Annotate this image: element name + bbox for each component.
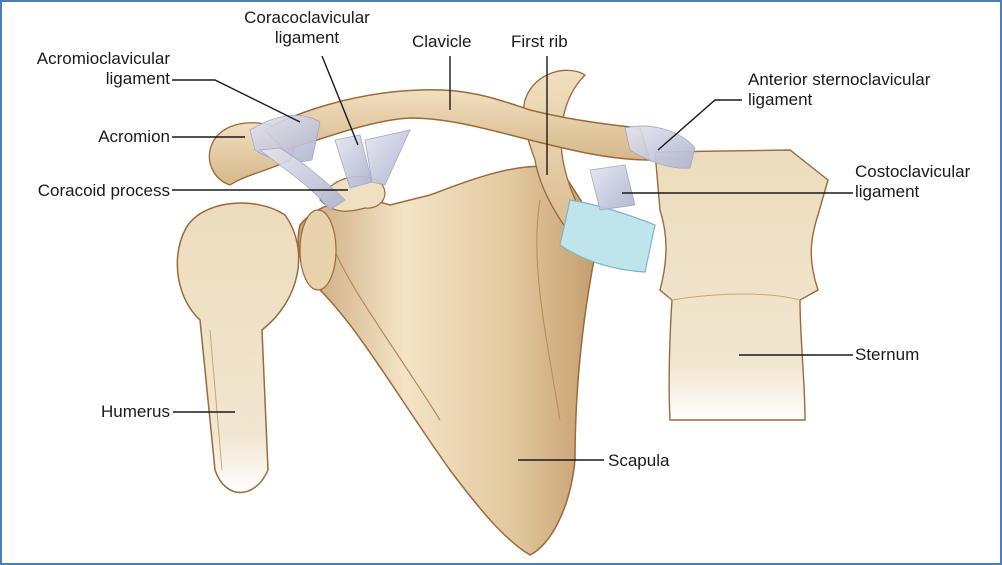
leader-lines bbox=[172, 55, 853, 461]
label-coracoclavicular: Coracoclavicular ligament bbox=[236, 8, 378, 48]
label-line: Anterior sternoclavicular bbox=[748, 70, 931, 89]
leader-acromioclavicular bbox=[172, 79, 301, 123]
label-line: Acromioclavicular bbox=[36, 49, 170, 68]
ligaments bbox=[249, 115, 696, 211]
clavicle-bone bbox=[263, 89, 652, 161]
label-scapula: Scapula bbox=[608, 451, 670, 470]
label-line: ligament bbox=[855, 182, 920, 201]
label-line: ligament bbox=[274, 28, 340, 47]
label-coracoid-process: Coracoid process bbox=[37, 181, 170, 200]
label-humerus: Humerus bbox=[101, 402, 170, 421]
label-line: Coracoclavicular bbox=[244, 8, 370, 27]
label-acromioclavicular: Acromioclavicular ligament bbox=[2, 49, 170, 89]
sternum-bone bbox=[654, 149, 829, 421]
leader-anterior-sternoclavicular bbox=[657, 99, 742, 151]
label-clavicle: Clavicle bbox=[412, 32, 472, 51]
label-first-rib: First rib bbox=[511, 32, 568, 51]
label-anterior-sternoclavicular: Anterior sternoclavicular ligament bbox=[748, 70, 930, 110]
label-line: ligament bbox=[748, 90, 813, 109]
scapula-bone bbox=[297, 165, 601, 556]
label-acromion: Acromion bbox=[98, 127, 170, 146]
leader-coracoclavicular bbox=[321, 55, 359, 146]
label-sternum: Sternum bbox=[855, 345, 920, 364]
humerus-bone bbox=[176, 202, 300, 494]
label-line: Costoclavicular bbox=[855, 162, 971, 181]
label-costoclavicular: Costoclavicular ligament bbox=[855, 162, 970, 202]
label-line: ligament bbox=[105, 69, 170, 88]
